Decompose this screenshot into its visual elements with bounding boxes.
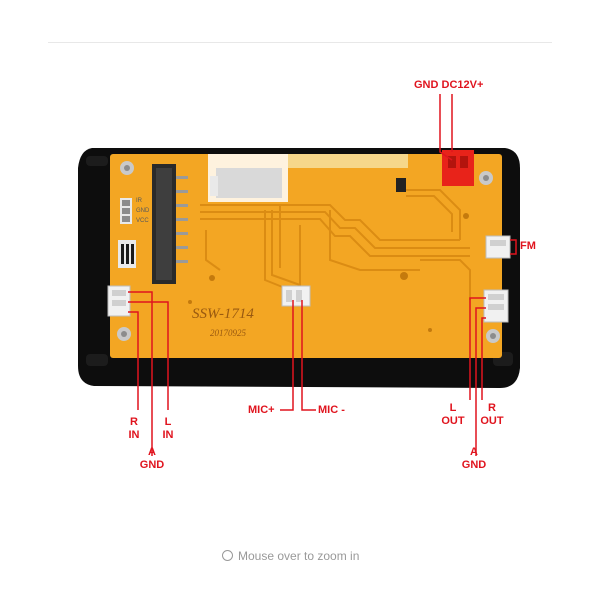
label-a-gnd-left-line2: GND [139,459,165,471]
label-mic-plus: MIC+ [248,404,275,416]
label-a-gnd-right: A GND [456,446,492,472]
zoom-hint[interactable]: Mouse over to zoom in [222,548,422,564]
label-mic-minus: MIC - [318,404,345,416]
label-r-out-line1: R [488,402,496,414]
label-l-out: L OUT [440,402,466,428]
label-a-gnd-left-line1: A [148,446,156,458]
pin-label-gnd: GND [136,208,150,214]
screw-icon [117,161,500,343]
label-a-gnd-right-line2: GND [461,459,487,471]
connector-l-r-out [483,289,509,323]
label-a-gnd-right-line1: A [470,446,478,458]
pin-label-ir: IR [136,198,143,204]
pcb-board [110,154,502,358]
label-l-in-line1: L [164,416,172,428]
zoom-hint-text: Mouse over to zoom in [238,549,360,563]
top-divider [48,42,552,43]
label-gnd-dc12v: GND DC12V+ [414,79,484,91]
power-connector [442,150,474,186]
label-r-out: R OUT [478,402,506,428]
label-r-in: R IN [126,416,142,442]
connector-fm [485,235,511,259]
board-model: SSW-1714 [192,306,254,322]
label-l-in-line2: IN [162,429,174,441]
connector-mic [281,285,311,307]
label-a-gnd-left: A GND [134,446,170,472]
label-fm: FM [520,240,536,252]
label-r-in-line1: R [130,416,138,428]
magnifier-icon [222,550,233,562]
label-l-in: L IN [160,416,176,442]
connector-l-r-in [107,285,131,317]
label-l-out-line2: OUT [441,415,465,427]
label-r-out-line2: OUT [480,415,504,427]
label-l-out-line1: L [449,402,457,414]
label-r-in-line2: IN [128,429,140,441]
callout-lines [128,94,517,456]
board-date-code: 20170925 [210,328,247,338]
pin-label-vcc: VCC [136,218,149,224]
